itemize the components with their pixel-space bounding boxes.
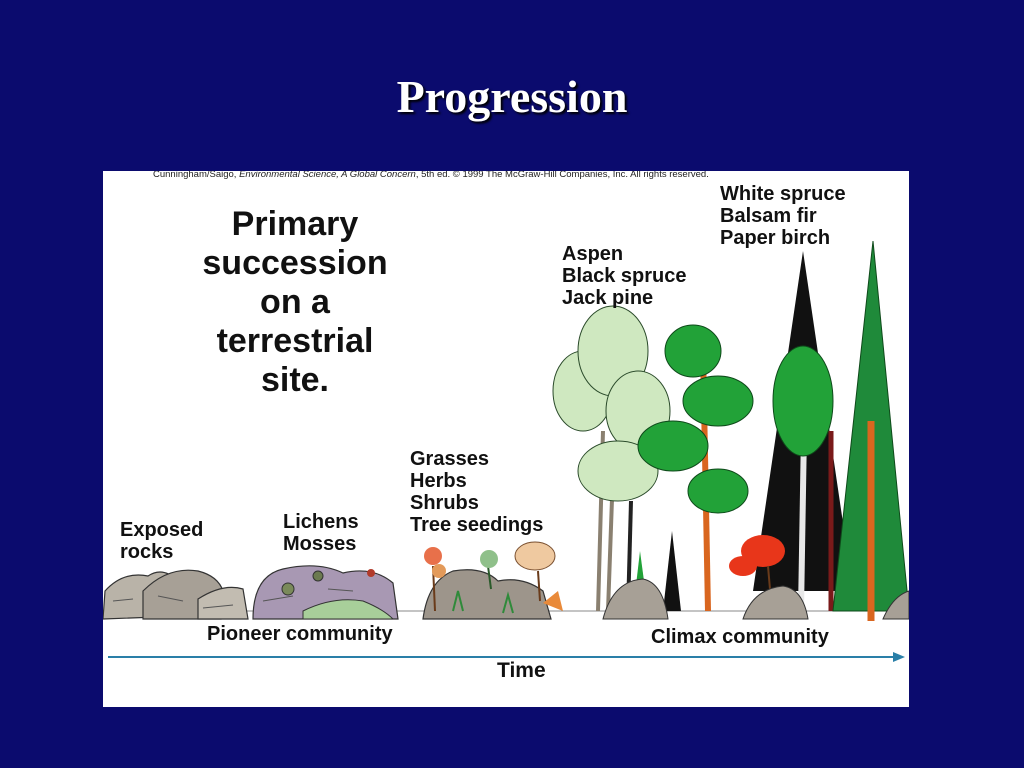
figure-caption: Cunningham/Saigo, Environmental Science,… [153,171,709,180]
heading-line: Primary [231,205,359,243]
succession-figure: Cunningham/Saigo, Environmental Science,… [103,171,909,707]
exposed-rocks-illustration [103,569,249,620]
lichens-mosses-illustration [252,565,399,620]
grasses-shrubs-illustration [422,541,563,620]
figure-illustration [103,240,909,662]
heading-line: succession [202,244,388,282]
stage-label-exposed-rocks: Exposed rocks [120,519,204,563]
time-arrow-head [893,652,905,662]
pioneer-community-label: Pioneer community [207,623,393,645]
slide-title: Progression [396,71,628,122]
stage-label-lichens-mosses: Lichens Mosses [283,511,359,555]
heading-line: site. [260,361,330,399]
stage-label-aspen: Aspen Black spruce Jack pine [562,243,687,309]
time-label: Time [497,659,546,682]
figure-heading: Primary succession on a terrestrial site… [165,205,425,400]
stage-label-grasses: Grasses Herbs Shrubs Tree seedings [410,448,544,536]
heading-line: terrestrial [216,322,374,360]
intermediate-trees-illustration [552,305,754,612]
heading-line: on a [260,283,330,321]
climax-forest-illustration [602,240,909,621]
climax-community-label: Climax community [651,626,829,648]
stage-label-white-spruce: White spruce Balsam fir Paper birch [720,183,846,249]
